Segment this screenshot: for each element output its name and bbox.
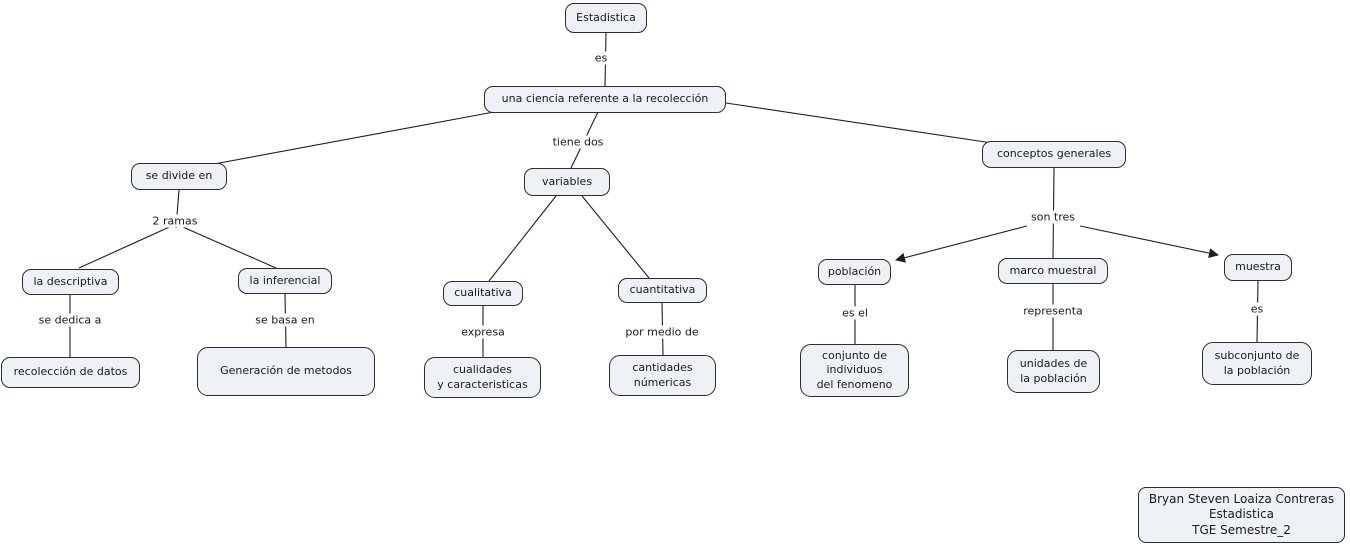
link-label-es-el[interactable]: es el [839,306,871,320]
node-la-descriptiva[interactable]: la descriptiva [22,269,119,295]
node-poblacion[interactable]: población [818,259,891,285]
author-info-box[interactable]: Bryan Steven Loaiza Contreras Estadistic… [1138,487,1345,543]
node-marco-muestral[interactable]: marco muestral [998,258,1108,284]
link-label-por-medio-de[interactable]: por medio de [622,325,702,339]
node-conceptos-generales[interactable]: conceptos generales [982,141,1126,168]
node-cuantitativa[interactable]: cuantitativa [618,278,707,303]
link-label-expresa[interactable]: expresa [458,325,508,339]
connector-arrow [895,225,1028,263]
link-label-es[interactable]: es [1247,302,1267,316]
node-estadistica[interactable]: Estadistica [565,3,647,33]
node-la-inferencial[interactable]: la inferencial [238,268,332,294]
link-label-tiene-dos[interactable]: tiene dos [549,135,607,149]
connector-line [725,102,993,144]
link-label-son-tres[interactable]: son tres [1027,210,1079,224]
link-label-se-basa-en[interactable]: se basa en [252,313,318,327]
node-se-divide-en[interactable]: se divide en [131,163,227,190]
connector-line [213,111,495,165]
connector-line [78,223,177,269]
node-unidades-de-la-poblacion[interactable]: unidades de la población [1007,350,1100,393]
connector-line [175,223,277,269]
link-label-se-dedica-a[interactable]: se dedica a [35,313,105,327]
connector-line [581,195,650,279]
node-variables[interactable]: variables [524,168,610,196]
node-muestra[interactable]: muestra [1224,254,1292,281]
node-conjunto-de-individuos[interactable]: conjunto de individuos del fenomeno [800,344,909,397]
node-una-ciencia[interactable]: una ciencia referente a la recolección [484,86,726,113]
connector-line [488,195,557,282]
node-cualitativa[interactable]: cualitativa [443,281,523,306]
node-cantidades-numericas[interactable]: cantidades númericas [609,355,716,396]
node-generacion-de-metodos[interactable]: Generación de metodos [197,347,375,396]
node-subconjunto-de-la-poblacion[interactable]: subconjunto de la población [1202,342,1312,385]
link-label-2-ramas[interactable]: 2 ramas [149,214,201,228]
link-label-es[interactable]: es [591,51,611,65]
link-label-representa[interactable]: representa [1020,304,1086,318]
node-cualidades-caracteristicas[interactable]: cualidades y caracteristicas [424,357,541,398]
connector-arrow [1079,225,1219,259]
node-recoleccion-de-datos[interactable]: recolección de datos [1,357,140,388]
